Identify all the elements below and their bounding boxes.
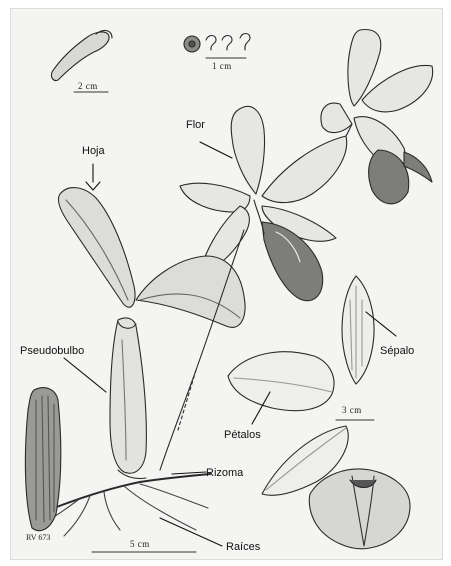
- sepal-detail: [342, 276, 374, 384]
- scale-label-3cm: 3 cm: [342, 406, 362, 415]
- scale-label-2cm: 2 cm: [78, 82, 98, 91]
- pseudobulb: [110, 318, 146, 473]
- column-detail: [51, 31, 112, 81]
- hoja-arrow: [86, 182, 100, 190]
- pseudobulbo-pointer: [64, 358, 106, 392]
- specimen-code: RV 673: [26, 534, 50, 542]
- rhizome: [54, 470, 210, 508]
- stalk-sheath: [178, 370, 196, 430]
- raices-pointer: [160, 518, 222, 546]
- label-petalos: Pétalos: [224, 430, 261, 441]
- rizoma-pointer: [172, 472, 206, 474]
- label-hoja: Hoja: [82, 146, 105, 157]
- label-raices: Raíces: [226, 542, 260, 553]
- sheath-detail: [25, 388, 60, 531]
- label-rizoma: Rizoma: [206, 468, 243, 479]
- label-pseudobulbo: Pseudobulbo: [20, 346, 84, 357]
- petal-detail-upper: [228, 352, 334, 411]
- pollinia-detail: [184, 34, 250, 53]
- roots: [52, 484, 208, 536]
- label-sepalo: Sépalo: [380, 346, 414, 357]
- label-flor: Flor: [186, 120, 205, 131]
- flor-pointer: [200, 142, 232, 158]
- scale-label-5cm: 5 cm: [130, 540, 150, 549]
- lip-detail: [309, 469, 410, 549]
- flower-upper-right: [321, 30, 433, 204]
- scale-label-1cm: 1 cm: [212, 62, 232, 71]
